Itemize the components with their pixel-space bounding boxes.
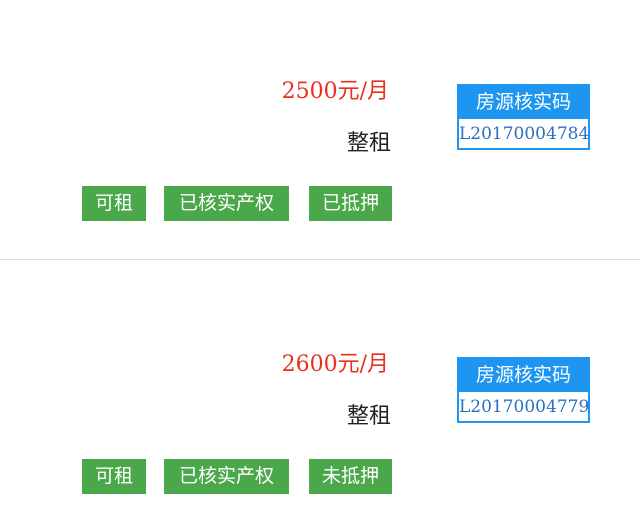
verification-code: L20170004779 [459,397,590,417]
listing-card[interactable]: 2600元/月 整租 房源核实码 L20170004779 可租 已核实产权 未… [0,273,640,531]
listing-divider [0,259,640,260]
tag-mortgage-status: 未抵押 [309,459,392,494]
verification-code-label: 房源核实码 [459,86,588,119]
tag-availability: 可租 [82,459,146,494]
verification-code-box: 房源核实码 L20170004779 [457,357,590,423]
tag-availability: 可租 [82,186,146,221]
rent-type: 整租 [346,404,391,429]
tag-ownership-verified: 已核实产权 [164,186,289,221]
listing-card[interactable]: 2500元/月 整租 房源核实码 L20170004784 可租 已核实产权 已… [0,0,640,258]
tag-ownership-verified: 已核实产权 [164,459,289,494]
verification-code: L20170004784 [459,124,590,144]
verification-code-box: 房源核实码 L20170004784 [457,84,590,150]
rent-type: 整租 [346,131,391,156]
rent-price: 2500元/月 [281,79,389,104]
rent-price: 2600元/月 [281,352,389,377]
verification-code-label: 房源核实码 [459,359,588,392]
tag-mortgage-status: 已抵押 [309,186,392,221]
